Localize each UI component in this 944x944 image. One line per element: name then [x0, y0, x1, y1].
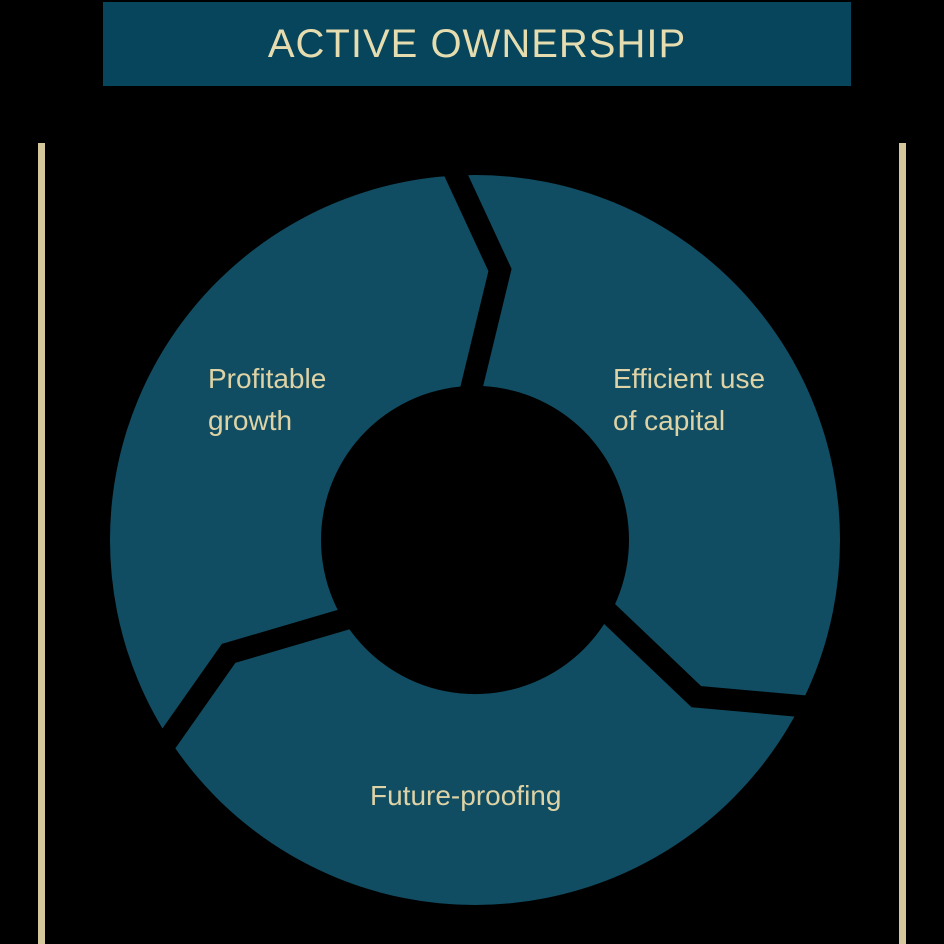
left-border-line	[38, 143, 45, 944]
right-border-line	[899, 143, 906, 944]
diagram-title: ACTIVE OWNERSHIP	[267, 21, 687, 66]
header-banner: ACTIVE OWNERSHIP	[103, 2, 851, 86]
cycle-ring	[110, 175, 840, 905]
segment-gap-bottom-right	[590, 594, 819, 719]
segment-label-profitable-growth: Profitable growth	[208, 363, 327, 436]
segment-gap-bottom-left	[149, 604, 363, 759]
segment-label-efficient-use-of-capital: Efficient use of capital	[613, 363, 766, 436]
segment-label-future-proofing: Future-proofing	[370, 780, 562, 811]
segment-gap-top	[439, 155, 512, 405]
